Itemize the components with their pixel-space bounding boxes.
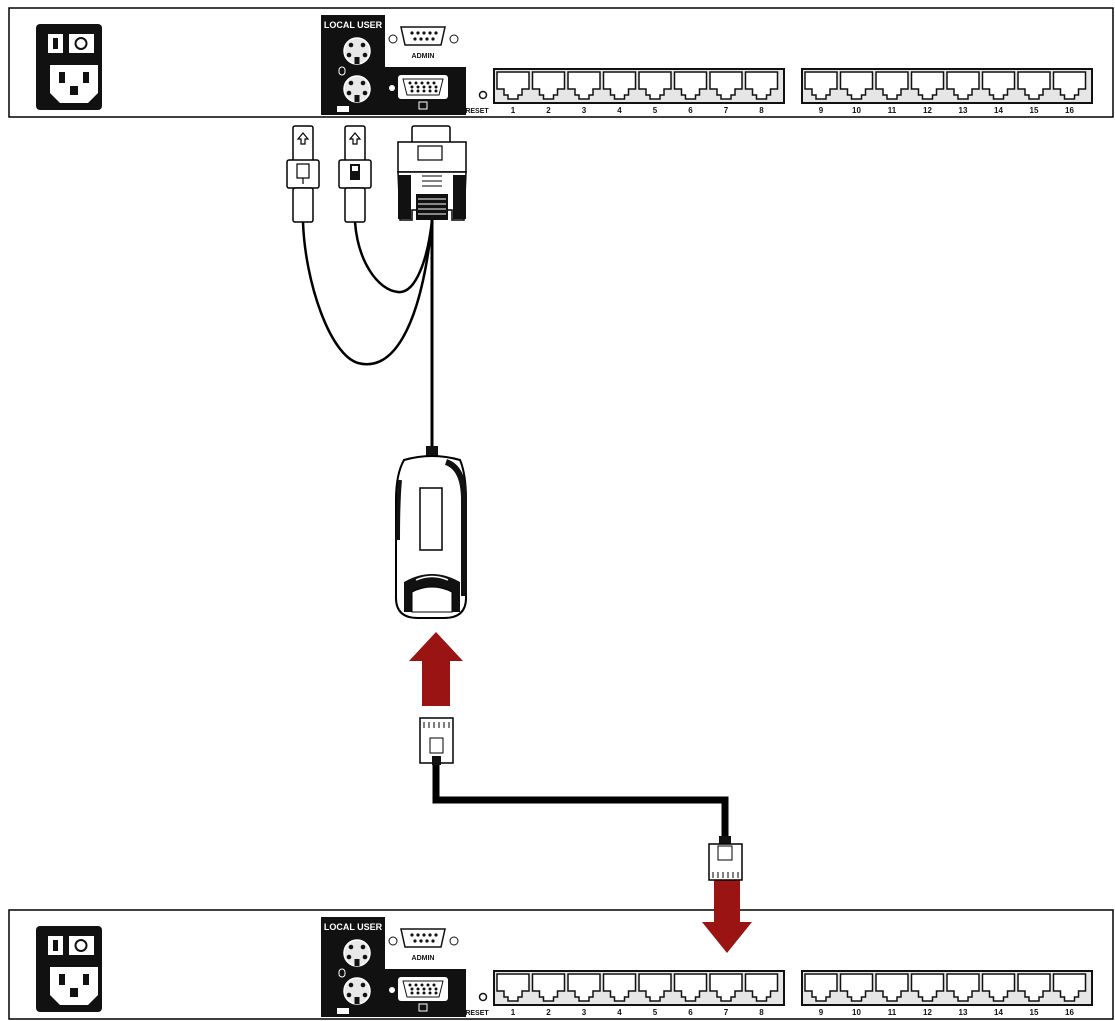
reset-label: RESET	[465, 108, 489, 115]
vga-plug-icon	[397, 125, 467, 221]
ps2-mouse-plug-icon	[338, 125, 372, 223]
port-number-label: 9	[819, 1008, 824, 1017]
mouse-cable	[353, 219, 434, 294]
admin-label: ADMIN	[412, 53, 435, 60]
local-user-label: LOCAL USER	[324, 20, 383, 30]
port-number-label: 14	[994, 1008, 1003, 1017]
arrow-up-icon	[409, 632, 463, 706]
port-number-label: 2	[546, 106, 551, 115]
port-number-label: 5	[653, 106, 658, 115]
port-number-label: 8	[759, 106, 764, 115]
port-number-label: 1	[511, 1008, 516, 1017]
port-number-label: 16	[1065, 106, 1074, 115]
port-number-label: 10	[852, 1008, 861, 1017]
ps2-keyboard-plug-icon	[286, 125, 320, 223]
port-number-label: 7	[724, 106, 729, 115]
keyboard-cable	[301, 221, 432, 366]
port-number-label: 4	[617, 106, 622, 115]
port-number-label: 3	[582, 106, 587, 115]
port-number-label: 11	[888, 106, 897, 115]
port-number-label: 13	[959, 106, 968, 115]
port-number-label: 9	[819, 106, 824, 115]
port-number-label: 15	[1030, 1008, 1039, 1017]
port-number-label: 12	[923, 106, 932, 115]
port-number-label: 10	[852, 106, 861, 115]
port-number-label: 11	[888, 1008, 897, 1017]
port-number-label: 3	[582, 1008, 587, 1017]
local-user-label: LOCAL USER	[324, 922, 383, 932]
kvm-adapter-module-icon	[395, 446, 467, 619]
rj45-plug-upper-icon	[419, 717, 454, 765]
reset-label: RESET	[465, 1010, 489, 1017]
port-number-label: 1	[511, 106, 516, 115]
rj45-plug-lower-icon	[708, 836, 743, 881]
port-number-label: 8	[759, 1008, 764, 1017]
port-number-label: 7	[724, 1008, 729, 1017]
port-number-label: 13	[959, 1008, 968, 1017]
port-number-label: 5	[653, 1008, 658, 1017]
cat5-cable	[419, 717, 743, 881]
kvm-adapter-cable	[286, 125, 467, 619]
port-number-label: 16	[1065, 1008, 1074, 1017]
port-number-label: 12	[923, 1008, 932, 1017]
port-number-label: 2	[546, 1008, 551, 1017]
arrow-down-icon	[702, 880, 752, 953]
port-number-label: 6	[688, 106, 693, 115]
port-number-label: 4	[617, 1008, 622, 1017]
port-number-label: 6	[688, 1008, 693, 1017]
port-number-label: 14	[994, 106, 1003, 115]
port-number-label: 15	[1030, 106, 1039, 115]
admin-label: ADMIN	[412, 955, 435, 962]
